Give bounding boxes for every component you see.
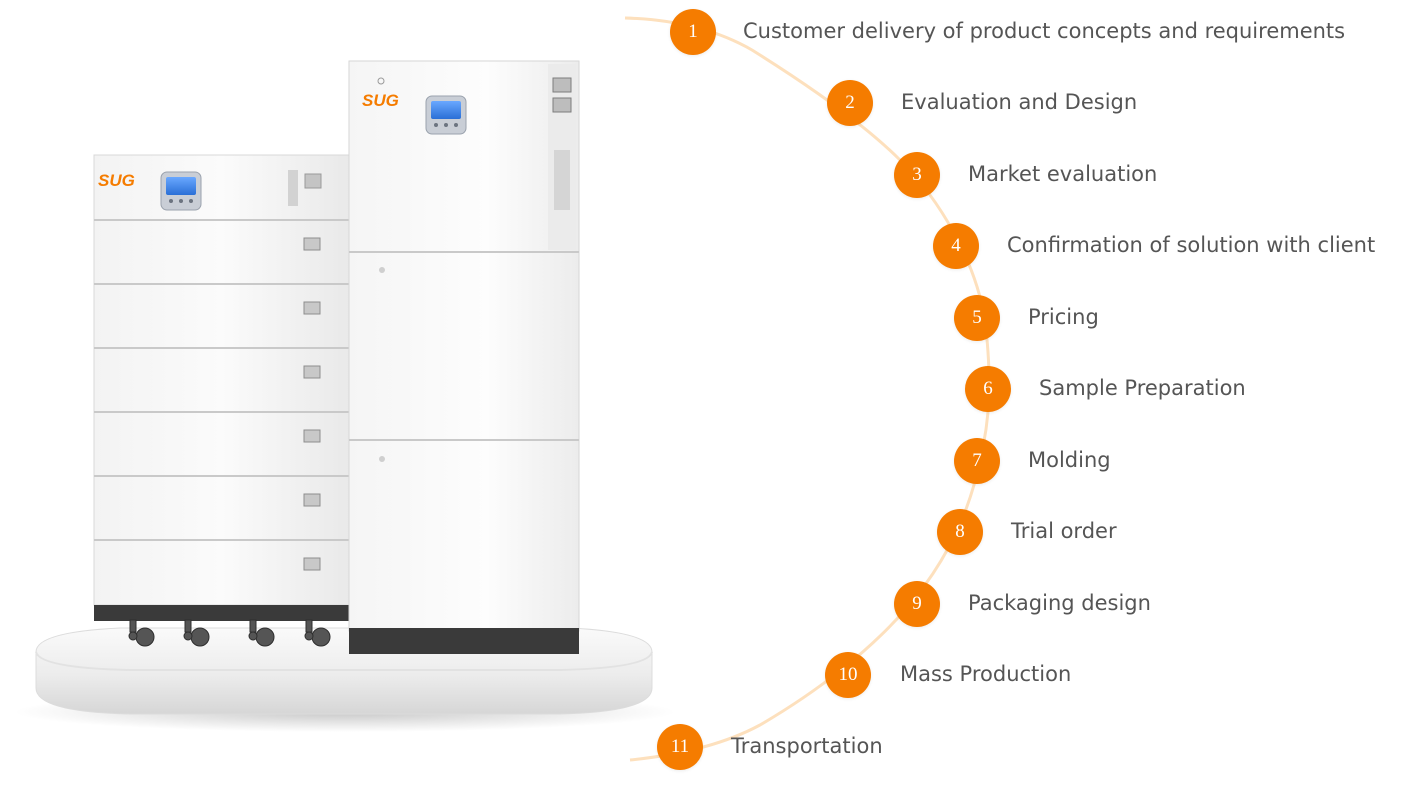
step-10-label: Mass Production [900,662,1072,686]
brand-logo: SUG [98,171,135,190]
step-9-number: 9 [894,581,940,627]
step-11-label: Transportation [731,734,883,758]
tall-battery [348,60,580,654]
step-11-number: 11 [657,724,703,770]
step-5-number: 5 [954,295,1000,341]
step-7-label: Molding [1028,448,1111,472]
step-2-number: 2 [827,80,873,126]
stacked-battery [93,154,351,647]
step-6-number: 6 [965,366,1011,412]
step-6-label: Sample Preparation [1039,376,1246,400]
battery-product-image: SUG SUG [0,0,680,780]
step-2-label: Evaluation and Design [901,90,1138,114]
step-8-label: Trial order [1011,519,1117,543]
step-4-number: 4 [933,223,979,269]
brand-logo: SUG [362,91,399,110]
step-7-number: 7 [954,438,1000,484]
step-1-label: Customer delivery of product concepts an… [743,19,1346,43]
step-5-label: Pricing [1028,305,1099,329]
battery-illustration: SUG SUG [15,60,675,732]
step-8-number: 8 [937,509,983,555]
step-9-label: Packaging design [968,591,1151,615]
step-3-number: 3 [894,152,940,198]
step-10-number: 10 [825,652,871,698]
step-1-number: 1 [670,9,716,55]
step-4-label: Confirmation of solution with client [1007,233,1376,257]
step-3-label: Market evaluation [968,162,1158,186]
